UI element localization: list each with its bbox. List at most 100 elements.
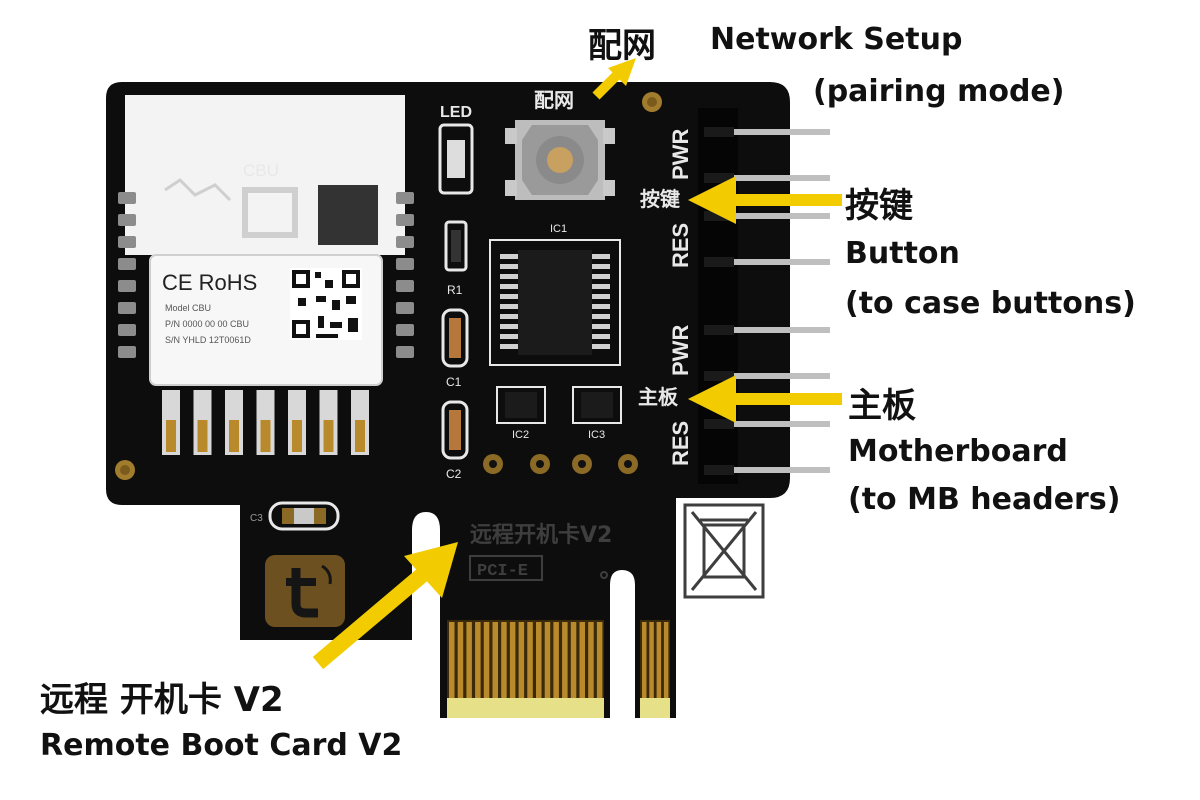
module-pad [396,324,414,336]
ic1-pin [592,344,610,349]
callout-card-en: Remote Boot Card V2 [40,728,403,763]
callout-button-zh: 按键 [845,186,913,226]
pcie-silk-box [469,555,543,581]
header-pin [704,259,830,265]
header-pin-base [704,173,734,183]
ic1-chip [489,239,621,366]
ic1-pin [592,334,610,339]
silk-pwr-top: PWR [668,129,693,180]
small-via [600,571,608,579]
gold-finger [536,622,542,700]
module-pad [396,346,414,358]
ic1-pin [500,264,518,269]
led-footprint [438,123,474,195]
header-pin-base [704,211,734,221]
arrow-network [592,58,636,100]
ic1-pin [500,324,518,329]
gold-finger [596,622,603,700]
module-pad [396,280,414,292]
ic3-silk: IC3 [588,429,605,441]
callout-network-en2: (pairing mode) [813,74,1065,109]
silk-res-top: RES [668,223,693,268]
c1-silk: C1 [446,375,462,389]
arrow-card [312,542,458,670]
c3-silk: C3 [250,513,263,524]
gold-finger [449,622,455,700]
header-pin-base [704,127,734,137]
gold-finger [466,622,472,700]
ic1-pin [500,284,518,289]
header-pin [704,129,830,135]
header-pin-base [704,465,734,475]
gold-finger [475,622,481,700]
header-pin-base [704,257,734,267]
ic1-pin [592,284,610,289]
arrow-motherboard [688,375,842,423]
callout-network-zh: 配网 [588,26,656,66]
ic1-pin [500,344,518,349]
led [447,140,465,178]
header-pin [704,373,830,379]
callout-button-en: Button [845,236,960,271]
gold-finger [642,622,647,700]
ic1-pin [500,294,518,299]
gold-finger [518,622,525,700]
pin-header [698,108,830,484]
r1-silk: R1 [447,283,463,297]
gold-finger [562,622,568,700]
callout-card-zh: 远程 开机卡 V2 [40,680,284,720]
silk-button-zh: 按键 [640,187,680,211]
module-pad [396,302,414,314]
callout-mb-en: Motherboard [848,434,1068,469]
qr-code [290,268,362,340]
ic1-pin [592,264,610,269]
gold-finger [509,622,516,700]
silk-pwr-mid: PWR [668,325,693,376]
header-pin [704,213,830,219]
header-pin-base [704,325,734,335]
cbu-wifi-module [118,95,414,460]
gold-finger [588,622,594,700]
c2-silk: C2 [446,467,462,481]
module-pad [396,258,414,270]
module-pin-gold [229,420,239,452]
ic1-silk: IC1 [550,223,567,235]
module-pad [118,302,136,314]
module-pad [118,236,136,248]
ic1-pin [592,324,610,329]
module-model-text: Model CBU [165,303,211,313]
header-pin [704,175,830,181]
gold-finger [483,622,490,700]
ic2-chip [496,386,546,424]
capacitor-c1 [441,308,469,368]
header-pin-base [704,371,734,381]
mounting-hole [120,465,130,475]
gold-finger [553,622,559,700]
module-pin-gold [355,420,365,452]
gold-finger [544,622,551,700]
module-sn-text: S/N YHLD 12T0061D [165,335,251,345]
module-pad [118,346,136,358]
gold-finger [527,622,533,700]
header-pin [704,421,830,427]
ic1-pin [592,314,610,319]
ic3-chip [572,386,622,424]
gold-finger [501,622,507,700]
module-pin-gold [166,420,176,452]
tuya-logo-icon [265,555,345,627]
gold-finger [492,622,498,700]
module-pin-gold [323,420,334,452]
via-row [483,454,638,474]
module-cbu-silk: CBU [243,161,279,180]
gold-finger [649,622,654,700]
header-pin-base [704,419,734,429]
header-pin [704,327,830,333]
ic1-pin [592,274,610,279]
module-pn-text: P/N 0000 00 00 CBU [165,319,249,329]
mounting-hole [647,97,657,107]
gold-finger [663,622,669,700]
silk-res-bottom: RES [668,421,693,466]
resistor-r1 [444,220,468,272]
weee-bin-icon [683,503,765,599]
